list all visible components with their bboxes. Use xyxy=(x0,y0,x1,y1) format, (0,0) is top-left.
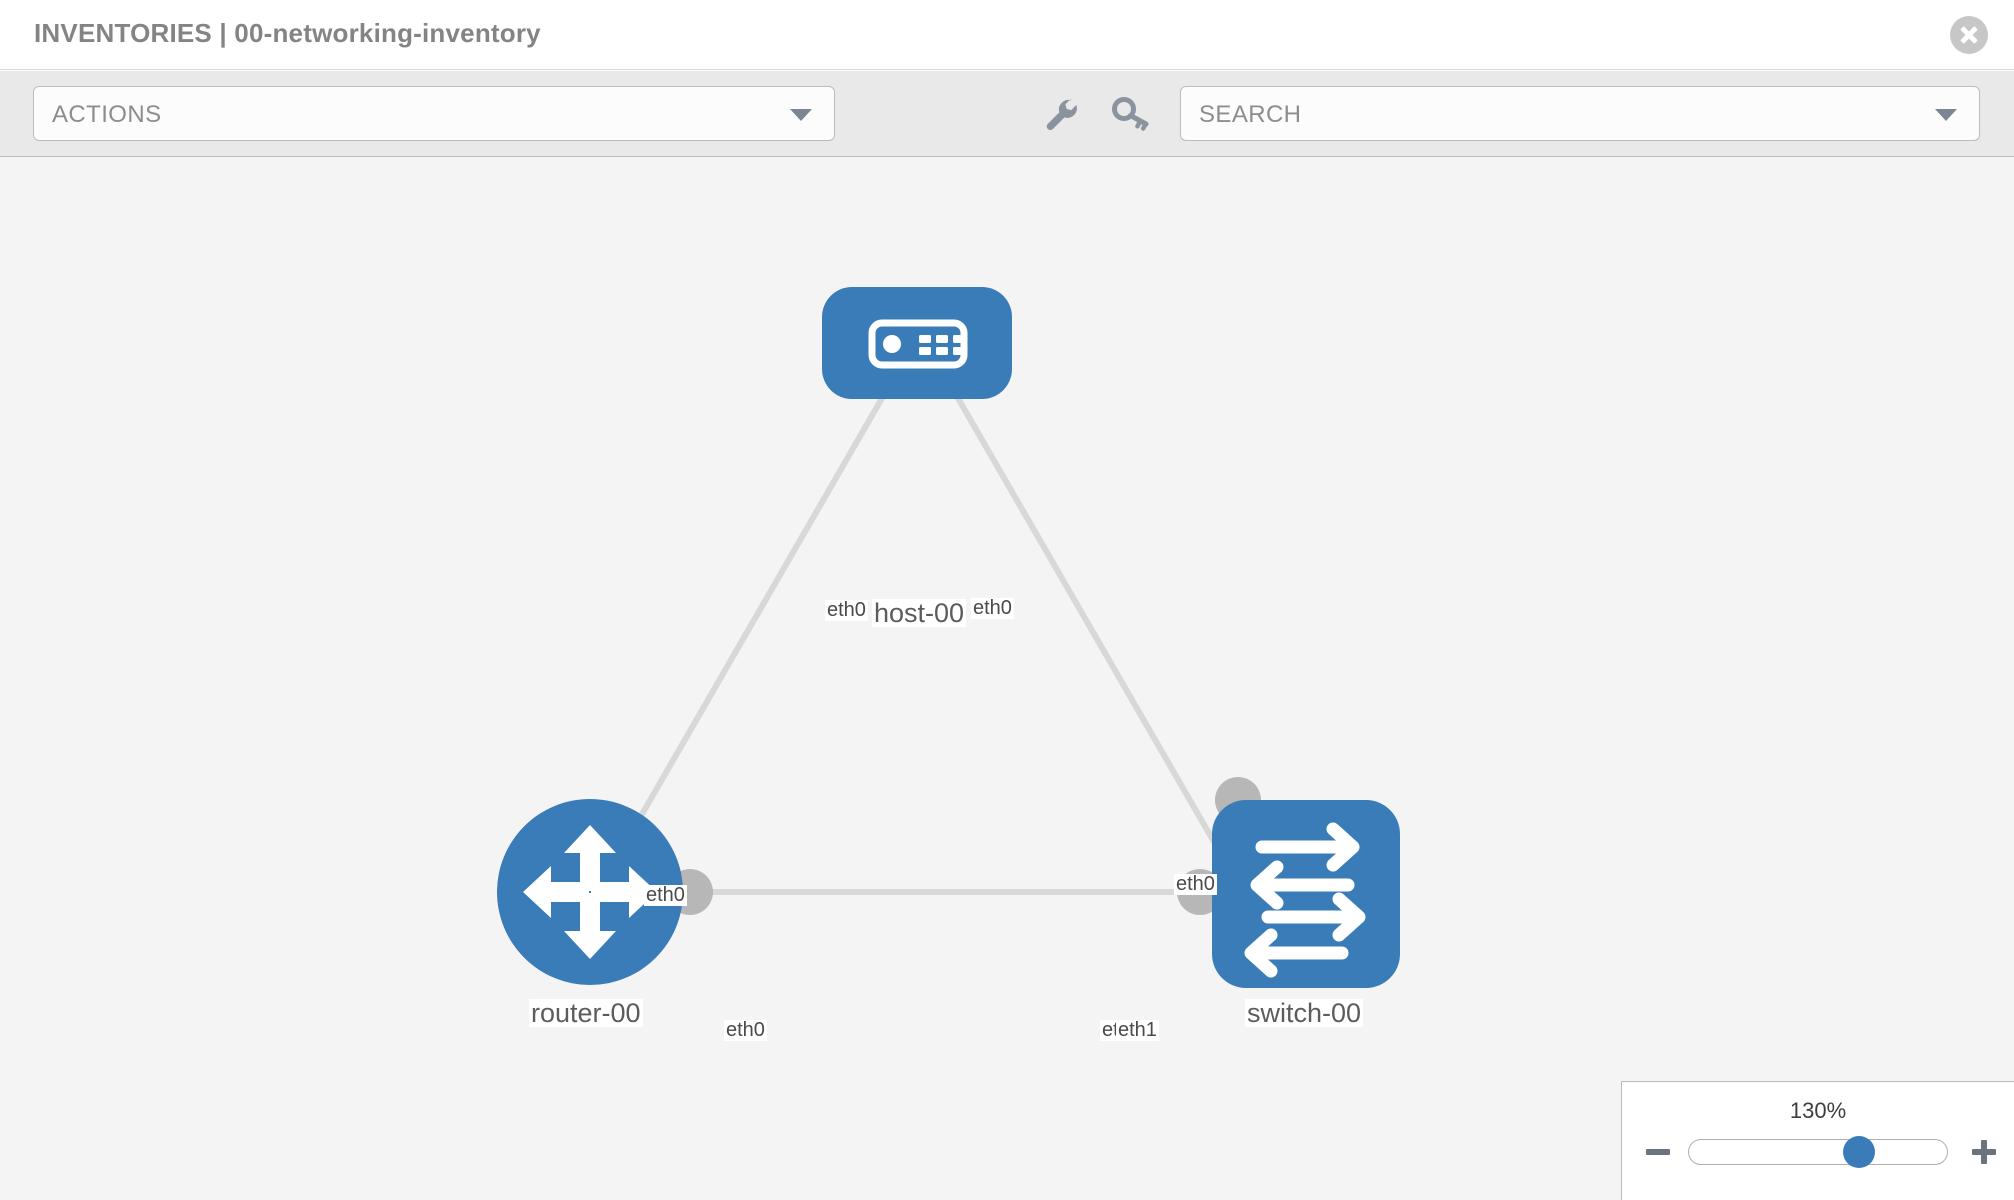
iface-label-host-router: eth0 xyxy=(825,599,868,621)
link-host-switch xyxy=(937,365,1243,889)
minus-icon-stroke xyxy=(1646,1149,1670,1155)
iface-label-router-host: eth0 xyxy=(644,884,687,906)
node-label-router-00: router-00 xyxy=(529,998,643,1028)
key-icon[interactable] xyxy=(1108,91,1154,137)
node-label-host-00: host-00 xyxy=(872,598,967,628)
zoom-level-label: 130% xyxy=(1789,1098,1847,1123)
minus-icon[interactable] xyxy=(1644,1138,1672,1166)
search-placeholder: SEARCH xyxy=(1199,101,1302,128)
node-label-switch-00: switch-00 xyxy=(1245,998,1364,1028)
node-host-00[interactable] xyxy=(822,287,1012,399)
router-arrows-icon xyxy=(523,825,657,959)
chevron-down-icon xyxy=(790,108,812,121)
actions-dropdown[interactable]: ACTIONS xyxy=(33,86,835,141)
page-title: INVENTORIES | 00-networking-inventory xyxy=(34,18,541,48)
actions-dropdown-label: ACTIONS xyxy=(52,101,162,128)
iface-label-switch-host: eth0 xyxy=(1174,873,1217,895)
topology-graph xyxy=(497,287,1400,988)
iface-label-host-switch: eth0 xyxy=(971,597,1014,619)
server-icon xyxy=(868,319,968,369)
zoom-slider-thumb[interactable] xyxy=(1843,1136,1876,1168)
close-icon[interactable] xyxy=(1950,16,1988,54)
iface-label-router-switch: eth0 xyxy=(724,1019,767,1041)
toolbar: ACTIONS SEARCH xyxy=(0,71,2014,157)
zoom-slider[interactable] xyxy=(1688,1136,1948,1168)
page-header: INVENTORIES | 00-networking-inventory xyxy=(0,0,2014,70)
node-router-00[interactable] xyxy=(497,799,683,985)
switch-arrows-icon xyxy=(1244,822,1366,978)
plus-icon-stroke-v xyxy=(1981,1140,1987,1164)
iface-label-switch-router-b: eth1 xyxy=(1116,1019,1159,1041)
topology-canvas[interactable]: eth0 eth0 eth0 eth0 eth0 eth0 eth1 host-… xyxy=(0,157,2014,1200)
search-input[interactable]: SEARCH xyxy=(1180,86,1980,141)
chevron-down-icon[interactable] xyxy=(1935,108,1957,121)
server-icon-dots xyxy=(919,335,962,355)
wrench-icon[interactable] xyxy=(1038,91,1084,137)
link-host-router xyxy=(597,365,903,889)
node-switch-00[interactable] xyxy=(1212,800,1400,988)
zoom-control-panel: 130% xyxy=(1621,1081,2014,1200)
plus-icon[interactable] xyxy=(1970,1138,1998,1166)
